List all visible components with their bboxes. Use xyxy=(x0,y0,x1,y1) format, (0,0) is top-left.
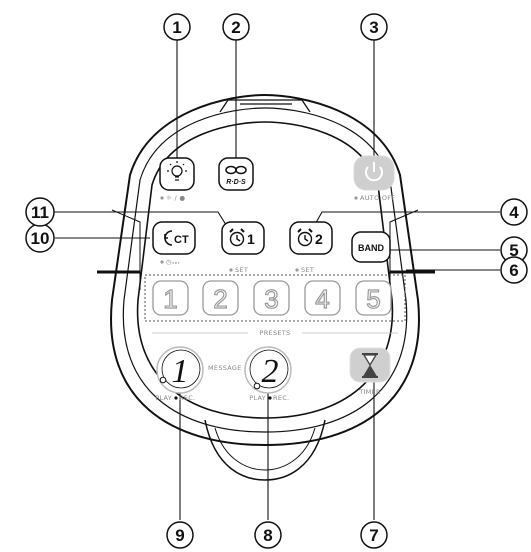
preset-button-1[interactable]: 1 xyxy=(152,280,189,316)
callout-3-label: 3 xyxy=(369,18,378,37)
hourglass-icon xyxy=(362,353,378,378)
power-button[interactable] xyxy=(353,155,395,191)
preset-4-label: 4 xyxy=(315,284,329,314)
message1-button[interactable]: 1 xyxy=(156,346,204,394)
message1-rec-label: REC. xyxy=(179,394,195,402)
callout-3: 3 xyxy=(360,13,388,41)
clock-set-icon: ◷ₛₑₜ xyxy=(166,258,180,266)
preset-5-label: 5 xyxy=(366,284,380,314)
callout-6: 6 xyxy=(500,256,528,284)
alarm1-set-label: SET xyxy=(235,266,248,274)
callout-9-label: 9 xyxy=(175,526,184,545)
face-plate xyxy=(136,121,394,419)
preset-2-label: 2 xyxy=(213,284,227,314)
bulb-icon xyxy=(167,161,187,181)
outer-shell xyxy=(110,93,420,447)
message1-play-label: PLAY xyxy=(155,394,172,402)
callout-6-label: 6 xyxy=(509,261,518,280)
message2-label: 2 xyxy=(262,353,279,390)
message1-label: 1 xyxy=(172,353,189,390)
alarm2-sublabel: SET xyxy=(295,266,314,274)
band-button[interactable]: BAND xyxy=(351,231,391,263)
timer-button[interactable] xyxy=(349,347,391,383)
callout-11: 11 xyxy=(25,197,55,227)
callout-7: 7 xyxy=(360,521,388,549)
callout-2: 2 xyxy=(222,13,250,41)
callout-8-label: 8 xyxy=(263,526,272,545)
alarm2-label: 2 xyxy=(315,231,323,247)
bottom-stand xyxy=(204,419,326,481)
message1-sublabel: PLAY REC. xyxy=(155,394,195,402)
callout-11-label: 11 xyxy=(31,203,49,222)
alarm2-button[interactable]: 2 xyxy=(289,221,333,255)
callout-2-label: 2 xyxy=(231,18,240,37)
alarm2-set-label: SET xyxy=(301,266,314,274)
preset-button-5[interactable]: 5 xyxy=(355,280,392,316)
callout-7-label: 7 xyxy=(369,526,378,545)
clock-button[interactable]: CT xyxy=(152,221,196,255)
callout-5-label: 5 xyxy=(509,241,518,260)
preset-button-2[interactable]: 2 xyxy=(202,280,239,316)
alarm-clock-icon xyxy=(297,228,313,247)
message2-button[interactable]: 2 xyxy=(244,346,292,394)
alarm1-sublabel: SET xyxy=(229,266,248,274)
callout-4-label: 4 xyxy=(509,203,519,222)
timer-label: TIMER xyxy=(358,388,381,396)
sun-moon-icon: ☼ / ● xyxy=(166,194,185,202)
callouts: 1 2 3 4 5 6 7 8 9 10 11 xyxy=(25,13,528,549)
band-label: BAND xyxy=(358,243,384,253)
leader-11 xyxy=(54,211,229,229)
alarm1-button[interactable]: 1 xyxy=(221,221,265,255)
callout-9: 9 xyxy=(166,521,194,549)
callout-10-label: 10 xyxy=(31,229,50,248)
preset-buttons: 1 2 3 4 5 xyxy=(152,280,392,316)
message2-play-label: PLAY xyxy=(249,394,266,402)
right-ridge xyxy=(389,209,419,290)
leader-lines xyxy=(54,40,500,520)
left-ridge xyxy=(111,209,141,290)
callout-1-label: 1 xyxy=(172,18,181,37)
power-icon xyxy=(365,162,383,182)
alarm1-label: 1 xyxy=(247,231,255,247)
message2-rec-label: REC. xyxy=(273,394,289,402)
message2-sublabel: PLAY REC. xyxy=(249,394,289,402)
preset-1-label: 1 xyxy=(163,284,177,314)
clock-sublabel: ◷ₛₑₜ xyxy=(160,258,180,266)
bottom-stand-inner xyxy=(214,427,316,471)
message-label: MESSAGE xyxy=(208,364,242,372)
presets-frame xyxy=(144,274,406,322)
callout-10: 10 xyxy=(25,223,55,253)
preset-button-4[interactable]: 4 xyxy=(304,280,341,316)
callout-4: 4 xyxy=(500,198,528,226)
light-dimmer-button[interactable] xyxy=(159,157,195,191)
rds-label: R·D·S xyxy=(226,179,246,186)
alarm-clock-icon xyxy=(229,228,245,247)
callout-8: 8 xyxy=(254,521,282,549)
top-handle xyxy=(219,99,311,113)
light-dimmer-sublabel: ☼ / ● xyxy=(160,194,185,202)
rds-button[interactable]: R·D·S xyxy=(218,157,254,191)
presets-label: PRESETS xyxy=(260,329,291,337)
auto-off-label: AUTO OFF xyxy=(360,194,395,202)
rds-icon xyxy=(225,165,247,175)
clock-label: CT xyxy=(174,234,189,246)
preset-button-3[interactable]: 3 xyxy=(253,280,290,316)
auto-off-sublabel: AUTO OFF xyxy=(354,194,395,202)
clock-icon xyxy=(164,230,173,246)
preset-3-label: 3 xyxy=(264,284,278,314)
callout-1: 1 xyxy=(163,13,191,41)
